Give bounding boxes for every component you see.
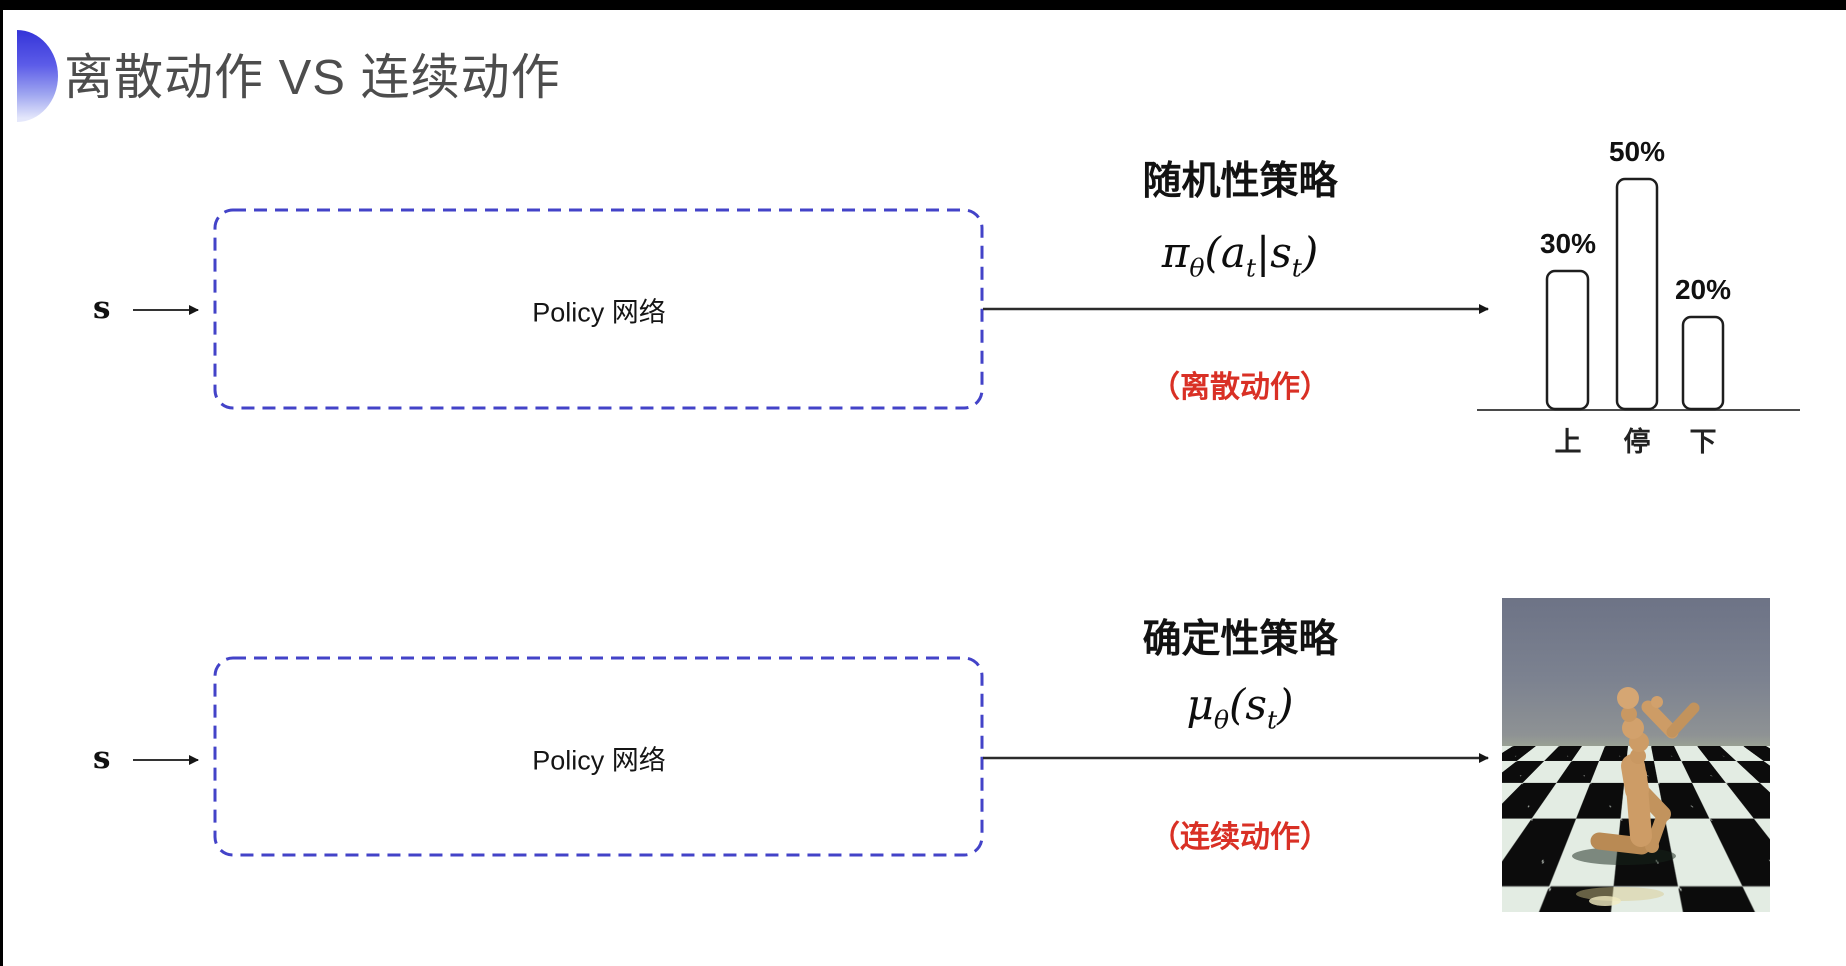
- bar-up: [1545, 269, 1590, 411]
- page-title: 离散动作 VS 连续动作: [64, 51, 561, 105]
- humanoid-robot-figure: [1572, 687, 1700, 906]
- letterbox-left-bar: [0, 0, 3, 966]
- letterbox-top-bar: [0, 0, 1846, 10]
- bar-category-up: 上: [1554, 427, 1582, 457]
- bottom-state-input-label: s: [93, 740, 111, 776]
- discrete-action-note: （离散动作）: [1150, 371, 1330, 404]
- top-policy-box: [213, 208, 984, 410]
- bottom-policy-box-label: Policy 网络: [532, 745, 666, 776]
- stochastic-policy-title: 随机性策略: [1142, 160, 1338, 203]
- bar-down: [1681, 315, 1725, 411]
- continuous-action-note: （连续动作）: [1150, 821, 1330, 854]
- humanoid-simulation-image: [1502, 598, 1770, 912]
- bar-category-down: 下: [1689, 427, 1717, 457]
- deterministic-policy-formula: μθ(st): [1186, 680, 1294, 735]
- top-state-input-label: s: [93, 290, 111, 326]
- bar-value-label-up: 30%: [1539, 228, 1597, 259]
- stochastic-policy-formula: πθ(at|st): [1161, 228, 1319, 283]
- bottom-policy-box: [213, 656, 984, 857]
- bar-value-label-down: 20%: [1674, 274, 1732, 305]
- bar-value-label-stop: 50%: [1608, 136, 1666, 167]
- bar-stop: [1615, 177, 1659, 411]
- top-policy-box-label: Policy 网络: [532, 297, 666, 328]
- deterministic-policy-title: 确定性策略: [1142, 618, 1338, 661]
- bar-category-stop: 停: [1623, 427, 1651, 457]
